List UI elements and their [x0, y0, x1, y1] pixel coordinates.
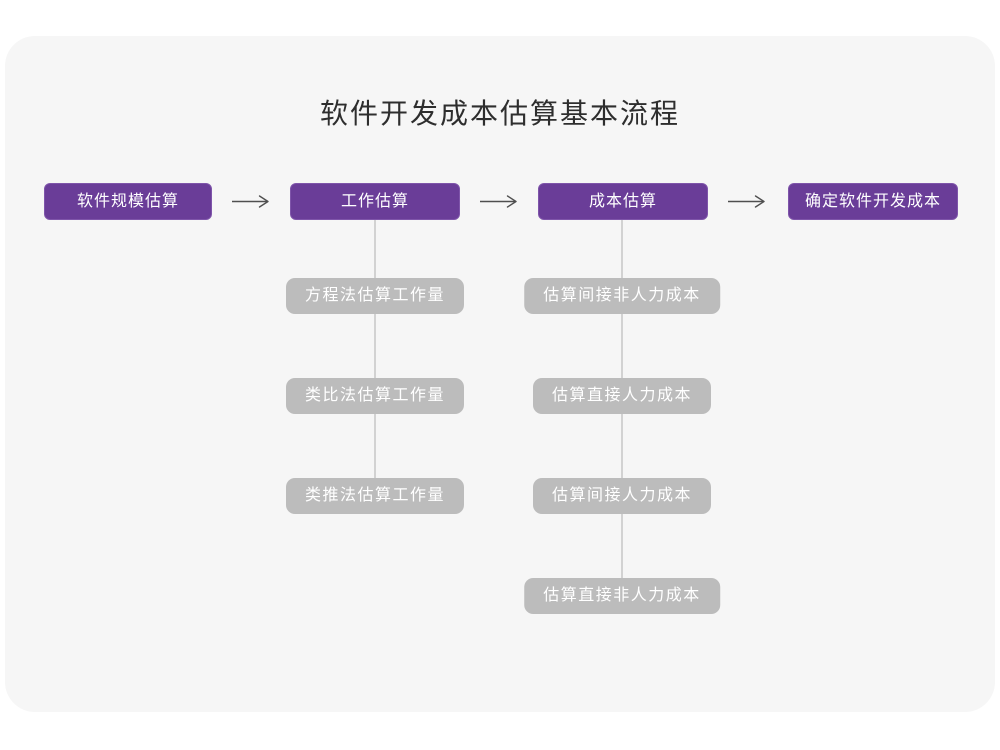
diagram-card: [5, 36, 995, 712]
node-determine-dev-cost: 确定软件开发成本: [788, 183, 958, 220]
arrow-right-icon: [232, 195, 269, 208]
node-indirect-labor-cost: 估算间接人力成本: [532, 478, 712, 514]
node-software-scale-estimation: 软件规模估算: [44, 183, 212, 220]
node-direct-labor-cost: 估算直接人力成本: [532, 378, 712, 414]
node-work-estimation: 工作估算: [290, 183, 460, 220]
node-direct-non-labor-cost: 估算直接非人力成本: [524, 578, 720, 614]
diagram-title: 软件开发成本估算基本流程: [319, 98, 680, 129]
work-branch-connector-line: [374, 220, 376, 482]
arrow-right-icon: [480, 195, 517, 208]
node-analogy-method-workload: 类比法估算工作量: [285, 378, 465, 414]
node-cost-estimation: 成本估算: [538, 183, 708, 220]
node-indirect-non-labor-cost: 估算间接非人力成本: [524, 278, 720, 314]
arrow-right-icon: [728, 195, 765, 208]
node-extrapolation-method-workload: 类推法估算工作量: [285, 478, 465, 514]
node-equation-method-workload: 方程法估算工作量: [285, 278, 465, 314]
